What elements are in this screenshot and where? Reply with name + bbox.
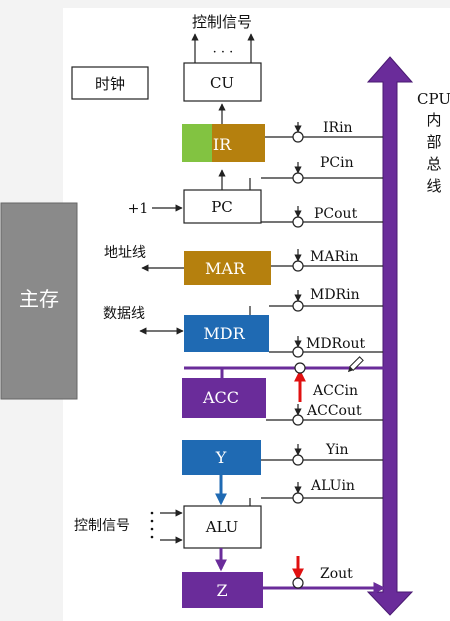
signal-yin: Yin [325, 442, 349, 458]
cpu-internal-bus [366, 56, 414, 616]
top-control-signal-label: 控制信号 [192, 13, 252, 31]
signal-pcin: PCin [320, 155, 354, 171]
acc-label: ACC [202, 388, 239, 407]
zout-tap [292, 577, 304, 589]
signal-labels: IRin PCin PCout MARin MDRin MDRout ACCin… [306, 120, 366, 582]
top-dots: · · · [213, 45, 234, 60]
alu-label: ALU [205, 518, 239, 536]
svg-text:总: 总 [426, 155, 441, 173]
pencil-icon [347, 356, 364, 373]
alu-control-dots [150, 511, 154, 539]
signal-mdrout: MDRout [306, 336, 366, 352]
y-label: Y [215, 448, 227, 467]
signal-irin: IRin [323, 120, 353, 136]
signal-marin: MARin [310, 249, 358, 265]
signal-zout: Zout [320, 566, 353, 582]
z-label: Z [216, 581, 227, 600]
main-memory-label: 主存 [19, 287, 59, 311]
ir-box-brown [212, 124, 265, 162]
acc-box [182, 378, 266, 418]
mdr-box [184, 315, 269, 352]
svg-text:线: 线 [426, 177, 441, 195]
main-memory-box [0, 202, 78, 400]
signal-pcout: PCout [314, 206, 358, 222]
alu-control-label: 控制信号 [74, 518, 130, 534]
svg-text:内: 内 [426, 111, 441, 129]
signal-accout: ACCout [306, 403, 362, 419]
bus-connections [249, 136, 383, 506]
ir-label: IR [213, 135, 232, 154]
data-bus-label: 数据线 [103, 306, 145, 322]
cu-box [183, 62, 262, 102]
mdr-label: MDR [203, 324, 245, 343]
signal-mdrin: MDRin [310, 287, 360, 303]
pc-label: PC [211, 198, 233, 216]
accin-tap [294, 362, 306, 374]
clock-label: 时钟 [95, 75, 125, 93]
mar-label: MAR [205, 259, 246, 278]
pc-box [183, 189, 262, 224]
plus-one-label: +1 [128, 201, 149, 217]
ir-box-green [182, 124, 212, 162]
address-bus-label: 地址线 [104, 245, 146, 261]
svg-text:部: 部 [426, 133, 441, 151]
mar-box [184, 251, 271, 285]
alu-box [183, 505, 262, 549]
signal-taps [292, 122, 304, 504]
signal-accin: ACCin [312, 383, 358, 399]
y-box [182, 440, 261, 475]
cu-label: CU [210, 74, 234, 92]
svg-text:CPU: CPU [417, 90, 450, 108]
bus-label: CPU 内 部 总 线 [417, 90, 450, 195]
clock-box [71, 66, 149, 100]
signal-aluin: ALUin [310, 478, 355, 494]
z-box [182, 572, 263, 608]
